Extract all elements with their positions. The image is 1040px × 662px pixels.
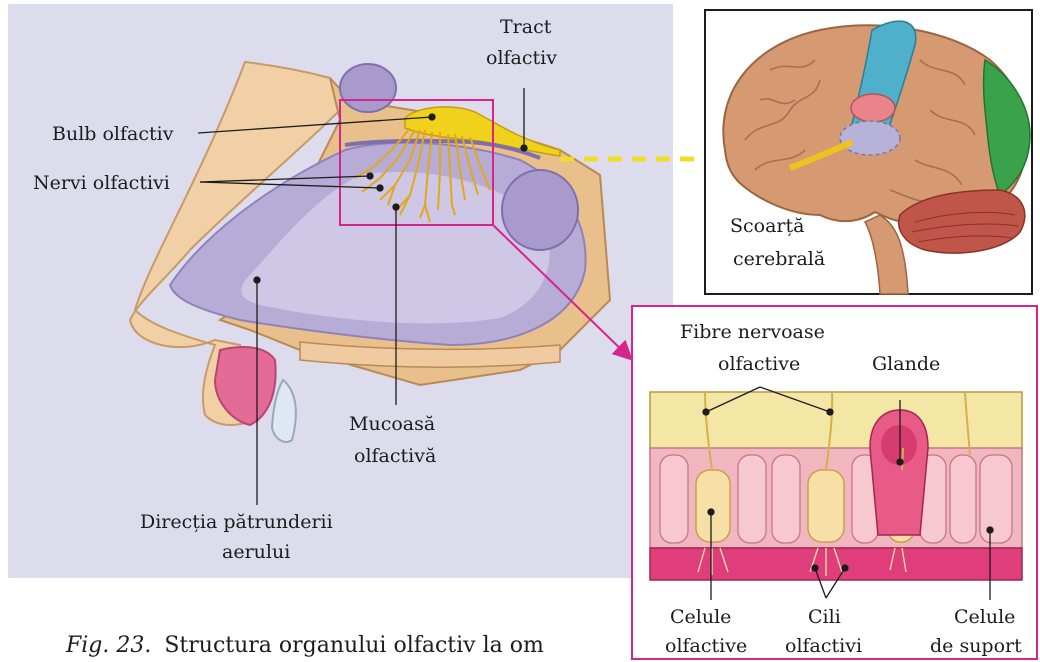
label-olfactory-bulb: Bulb olfactiv [52, 123, 174, 145]
label-mucosa-line1: Mucoasă [349, 413, 435, 435]
sphenoid-sinus [502, 170, 578, 250]
label-olfactory-cells-line2: olfactive [665, 635, 747, 657]
frontal-sinus [340, 64, 396, 112]
label-support-cells-line2: de suport [930, 635, 1022, 657]
label-air-direction-line2: aerului [222, 541, 290, 563]
label-cortex-line2: cerebrală [733, 248, 825, 270]
label-olfactory-nerves: Nervi olfactivi [33, 172, 170, 194]
label-cortex-line1: Scoarță [730, 215, 804, 237]
label-air-direction-line1: Direcția pătrunderii [140, 511, 333, 533]
label-cilia-line1: Cili [808, 606, 841, 628]
label-cilia-line2: olfactivi [785, 635, 862, 657]
label-mucosa-line2: olfactivă [354, 445, 436, 467]
label-olfactory-tract-line2: olfactiv [486, 47, 557, 69]
brain-panel: Scoarță cerebrală [705, 10, 1032, 294]
label-olfactory-tract-line1: Tract [500, 16, 552, 38]
figure-caption: Fig. 23. Structura organului olfactiv la… [65, 633, 544, 658]
label-fibers-line2: olfactive [718, 353, 800, 375]
mucosa-detail-panel: Fibre nervoase olfactive Glande Celule o… [632, 306, 1037, 659]
olfactory-cortex-area [840, 121, 900, 155]
caption-text: Structura organului olfactiv la om [164, 633, 544, 658]
label-glands: Glande [872, 353, 940, 375]
label-fibers-line1: Fibre nervoase [680, 321, 825, 343]
caption-number: Fig. 23. [65, 633, 151, 658]
sensory-region [851, 94, 895, 122]
label-support-cells-line1: Celule [954, 606, 1015, 628]
label-olfactory-cells-line1: Celule [670, 606, 731, 628]
nasal-cavity-panel: Bulb olfactiv Tract olfactiv Nervi olfac… [8, 4, 673, 578]
